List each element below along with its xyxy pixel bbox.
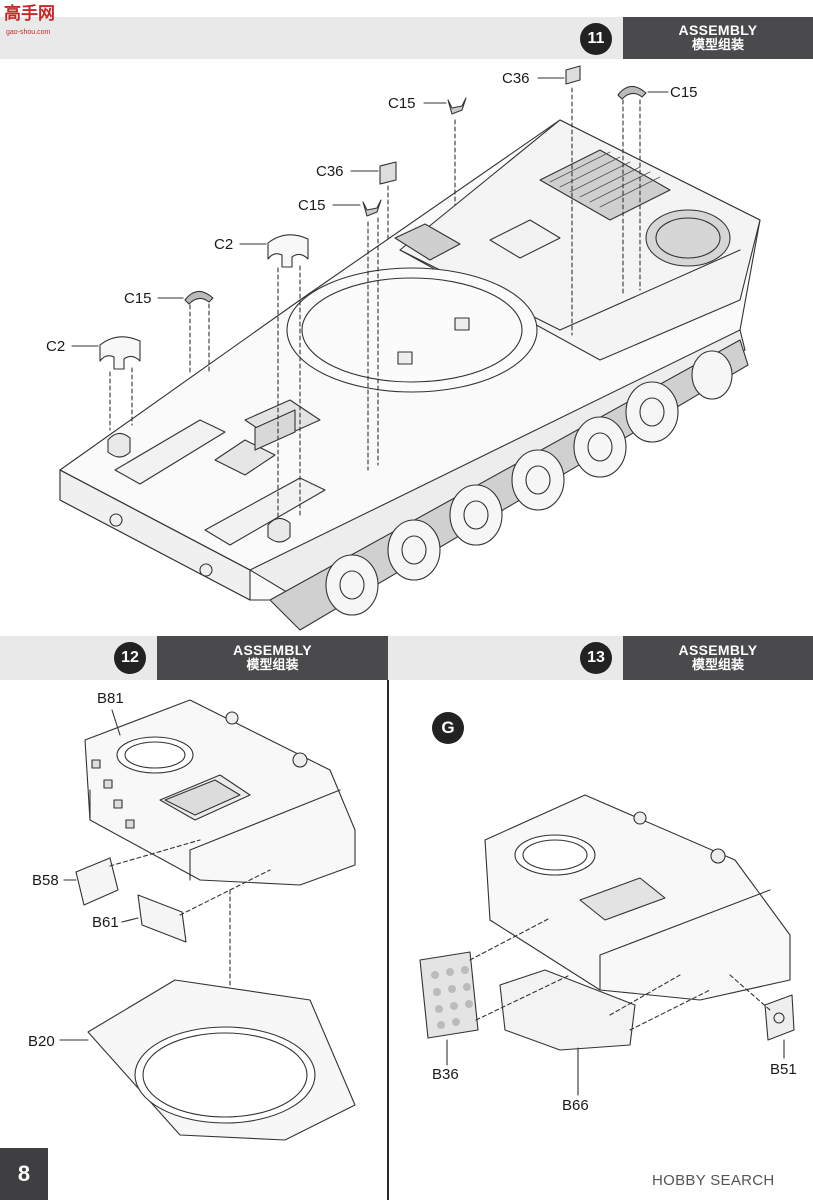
part-c2-left <box>99 336 141 370</box>
part-c36-top <box>565 65 581 85</box>
part-b36 <box>419 951 479 1039</box>
step-12-title-en: ASSEMBLY <box>233 642 312 659</box>
step-11-title: ASSEMBLY 模型组装 <box>623 17 813 59</box>
turret-drawing-step12 <box>84 699 356 886</box>
label-c2-left: C2 <box>46 338 66 355</box>
part-c15-top-left <box>447 97 467 115</box>
label-c15-mid: C15 <box>298 197 326 214</box>
label-b61: B61 <box>92 914 119 931</box>
part-c36-mid <box>379 161 397 185</box>
step-12-title: ASSEMBLY 模型组装 <box>157 636 388 680</box>
label-c36-top: C36 <box>502 70 530 87</box>
label-b20: B20 <box>28 1033 55 1050</box>
label-b51: B51 <box>770 1061 797 1078</box>
page-number: 8 <box>0 1148 48 1200</box>
part-c15-top-right <box>617 85 647 100</box>
step-13-title-en: ASSEMBLY <box>678 642 758 659</box>
turret-drawing-step13 <box>484 794 791 1001</box>
label-c36-mid: C36 <box>316 163 344 180</box>
subassembly-g-marker: G <box>432 712 464 744</box>
part-b58 <box>75 857 119 906</box>
panel-divider <box>387 680 389 1200</box>
step-11-title-en: ASSEMBLY <box>678 22 758 39</box>
label-b66: B66 <box>562 1097 589 1114</box>
site-logo-url: gao-shou.com <box>6 29 51 36</box>
step-13-title: ASSEMBLY 模型组装 <box>623 636 813 680</box>
part-c15-mid <box>362 199 382 217</box>
part-c2-upper <box>267 234 309 268</box>
label-c2-upper: C2 <box>214 236 234 253</box>
part-c15-left <box>184 290 214 305</box>
step-11-title-zh: 模型组装 <box>691 37 744 53</box>
part-b61 <box>137 894 187 943</box>
site-logo: 高手网 <box>4 4 55 24</box>
step-13-title-zh: 模型组装 <box>691 657 744 673</box>
step-13-number: 13 <box>580 642 612 674</box>
part-b51 <box>764 994 795 1041</box>
part-b66 <box>499 969 636 1051</box>
hobby-search-watermark: HOBBY SEARCH <box>652 1172 775 1189</box>
label-b36: B36 <box>432 1066 459 1083</box>
label-b58: B58 <box>32 872 59 889</box>
step-12-title-zh: 模型组装 <box>246 657 299 673</box>
label-b81: B81 <box>97 690 124 707</box>
step-11-number: 11 <box>580 23 612 55</box>
label-c15-top-left: C15 <box>388 95 416 112</box>
step-12-number: 12 <box>114 642 146 674</box>
label-c15-top-right: C15 <box>670 84 698 101</box>
label-c15-left: C15 <box>124 290 152 307</box>
hull-drawing <box>59 119 761 631</box>
